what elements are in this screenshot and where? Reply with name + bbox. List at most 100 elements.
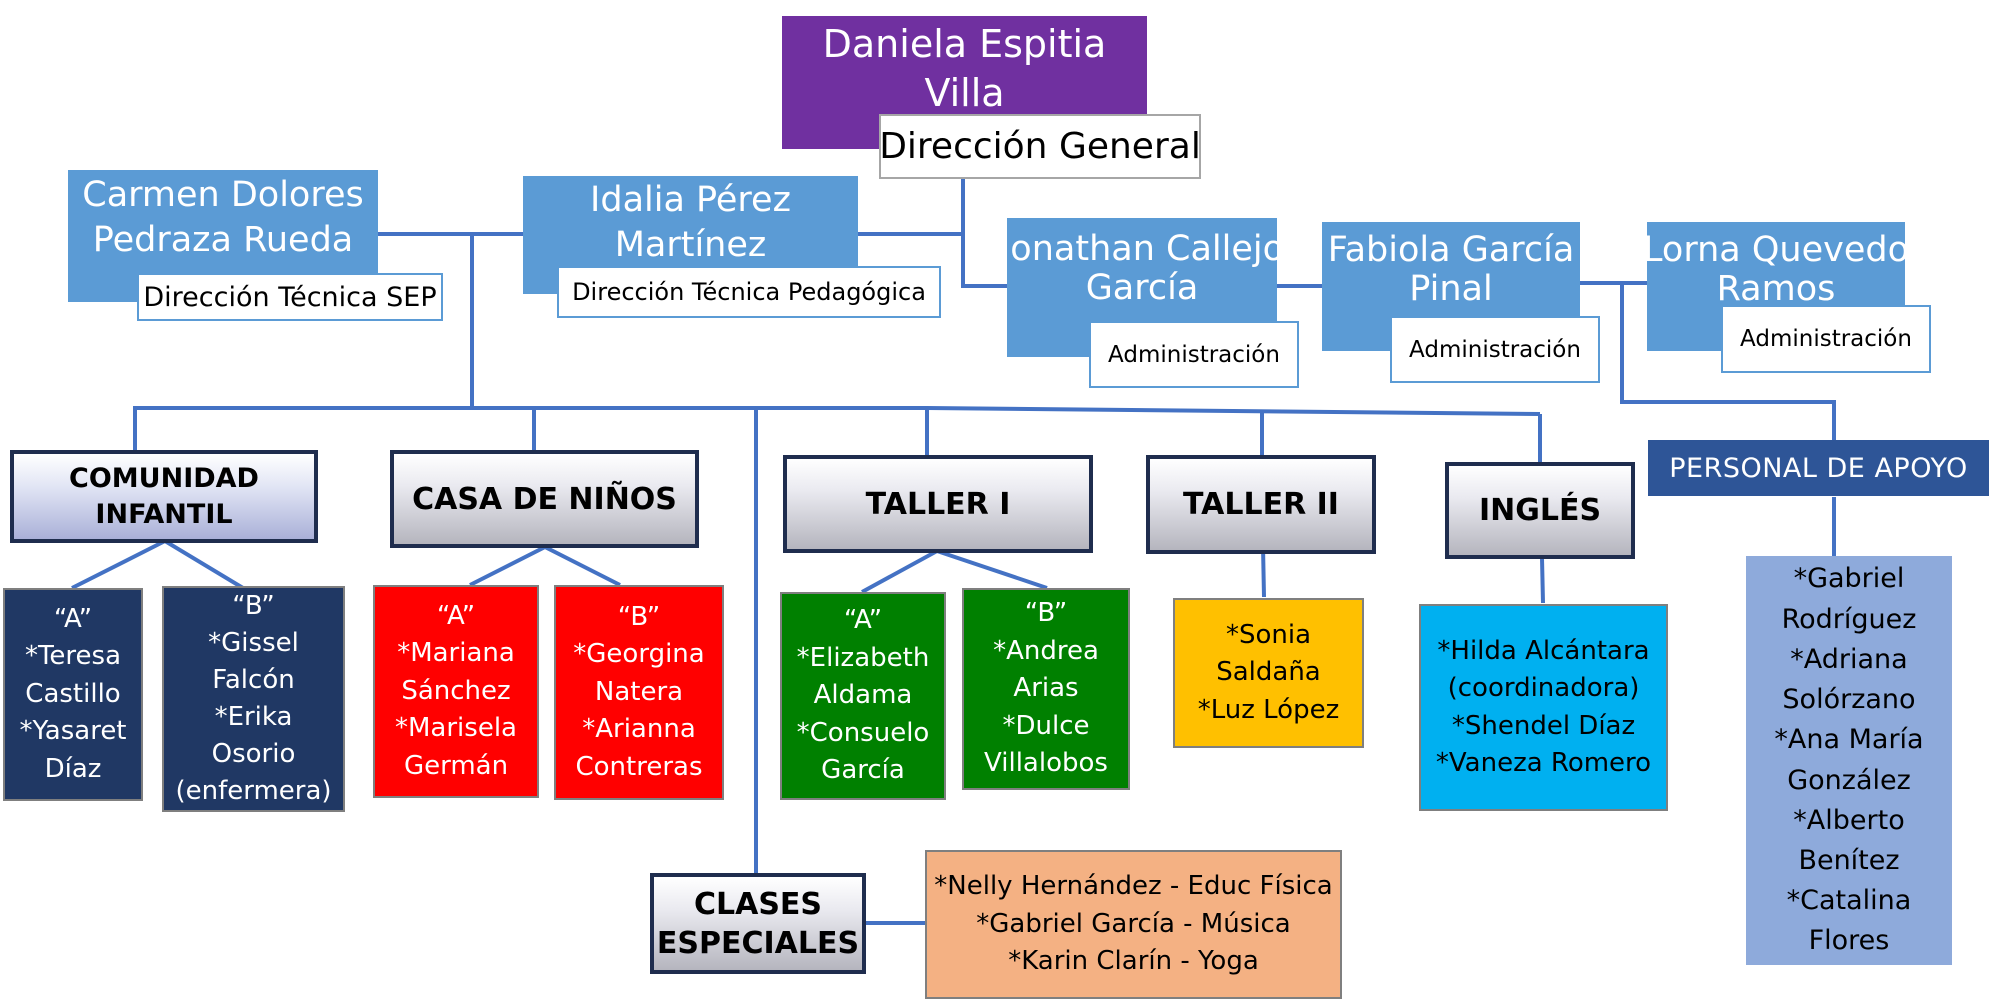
group-line: Villalobos [984,748,1108,779]
group-line: “A” [53,603,93,634]
group-line: (coordinadora) [1447,673,1640,704]
dept-label: TALLER I [865,486,1011,522]
group-line: García [821,755,905,786]
admin-name-line: Lorna Quevedo [1643,230,1909,270]
group-t2: *Sonia Saldaña *Luz López [1173,598,1364,748]
group-line: Sánchez [401,675,511,706]
group-ci-a: “A” *Teresa Castillo *Yasaret Díaz [3,588,143,801]
group-line: *Marisela [395,713,517,744]
group-line: *Elizabeth [796,642,930,673]
group-line: *Dulce [1002,710,1090,741]
group-line: “B” [1024,598,1068,629]
group-line: Saldaña [1216,657,1321,688]
group-line: *Vaneza Romero [1435,747,1652,778]
admin-name-line: Fabiola García [1327,230,1575,270]
group-line: *Catalina [1786,885,1912,917]
group-line: Germán [403,750,509,781]
group-line: “A” [843,605,883,636]
group-line: *Gabriel García - Música [976,908,1291,939]
technical-role: Dirección Técnica Pedagógica [572,278,926,306]
group-line: *Alberto [1793,804,1905,836]
group-line: *Nelly Hernández - Educ Física [934,870,1333,901]
group-line: “A” [436,600,476,631]
dept-taller-1: TALLER I [783,455,1093,553]
technical-role-box: Dirección Técnica Pedagógica [557,266,941,318]
dept-taller-2: TALLER II [1146,455,1376,554]
group-line: Natera [594,676,684,707]
dept-label: CASA DE NIÑOS [412,481,677,517]
group-line: *Yasaret [19,716,127,747]
group-line: Benítez [1798,844,1900,876]
technical-name-line: Carmen Dolores [82,175,364,215]
admin-role: Administración [1740,326,1912,352]
group-line: Díaz [44,753,102,784]
group-line: *Gissel [208,628,299,659]
group-line: Aldama [813,680,913,711]
group-apoyo: *Gabriel Rodríguez *Adriana Solórzano *A… [1746,556,1952,965]
group-cn-a: “A” *Mariana Sánchez *Marisela Germán [373,585,539,798]
dept-label-line: CLASES [693,886,823,922]
group-line: Contreras [575,751,703,782]
admin-name-line: Pinal [1409,269,1493,310]
group-ci-b: “B” *Gissel Falcón *Erika Osorio (enferm… [162,586,345,812]
technical-name-line: Pedraza Rueda [92,219,354,260]
group-line: *Teresa [24,641,122,672]
group-line: *Sonia [1225,619,1312,650]
admin-role: Administración [1409,336,1581,363]
director-role: Dirección General [879,126,1201,167]
group-line: Arias [1013,673,1079,704]
group-line: “B” [617,601,661,632]
admin-role-box: Administración [1390,316,1600,383]
technical-name-line: Idalia Pérez [590,180,791,220]
connector [71,538,245,590]
connector [961,178,1007,288]
group-line: *Georgina [573,639,705,670]
connector [469,544,621,587]
admin-name-box: Jonathan Callejo García [1000,218,1284,357]
admin-name-line: Jonathan Callejo [999,229,1285,269]
group-line: (enfermera) [175,775,332,806]
group-t1-a: “A” *Elizabeth Aldama *Consuelo García [780,592,946,800]
group-line: *Arianna [582,714,696,745]
connector [133,406,1541,450]
group-line: Osorio [211,738,296,769]
group-line: *Andrea [993,635,1099,666]
connector [861,548,1048,594]
group-line: Flores [1808,925,1890,957]
director-name-line: Villa [924,71,1005,116]
group-line: Falcón [212,665,295,696]
dept-personal-de-apoyo: PERSONAL DE APOYO [1648,440,1989,496]
admin-name-line: Ramos [1716,269,1836,310]
technical-role: Dirección Técnica SEP [143,281,437,313]
director-role-box: Dirección General [879,114,1201,179]
connector [1261,545,1266,598]
group-line: *Adriana [1790,643,1908,675]
dept-casa-de-ninos: CASA DE NIÑOS [390,450,699,548]
dept-label: INGLÉS [1478,493,1602,528]
dept-label: TALLER II [1183,487,1339,522]
group-ingles: *Hilda Alcántara (coordinadora) *Shendel… [1419,604,1668,811]
dept-ingles: INGLÉS [1445,462,1635,559]
admin-role-box: Administración [1721,305,1931,373]
admin-name-line: García [1085,268,1199,309]
group-line: Solórzano [1782,684,1916,716]
admin-name-box: Fabiola García Pinal [1322,222,1580,351]
group-line: *Mariana [397,638,515,669]
group-line: *Gabriel [1793,563,1905,595]
group-especiales: *Nelly Hernández - Educ Física *Gabriel … [925,850,1342,999]
admin-role-box: Administración [1089,321,1299,388]
group-line: *Consuelo [796,717,930,748]
group-line: “B” [232,591,275,622]
dept-label-line: INFANTIL [95,498,233,530]
group-line: *Hilda Alcántara [1437,635,1650,666]
group-line: Rodríguez [1781,603,1917,635]
dept-label-line: COMUNIDAD [69,463,259,495]
group-line: *Ana María [1774,724,1924,756]
group-line: *Shendel Díaz [1451,710,1636,741]
admin-role: Administración [1108,341,1280,368]
technical-role-box: Dirección Técnica SEP [137,273,443,321]
group-line: *Erika [214,702,293,732]
dept-clases-especiales: CLASES ESPECIALES [650,873,866,974]
group-line: González [1787,764,1911,796]
